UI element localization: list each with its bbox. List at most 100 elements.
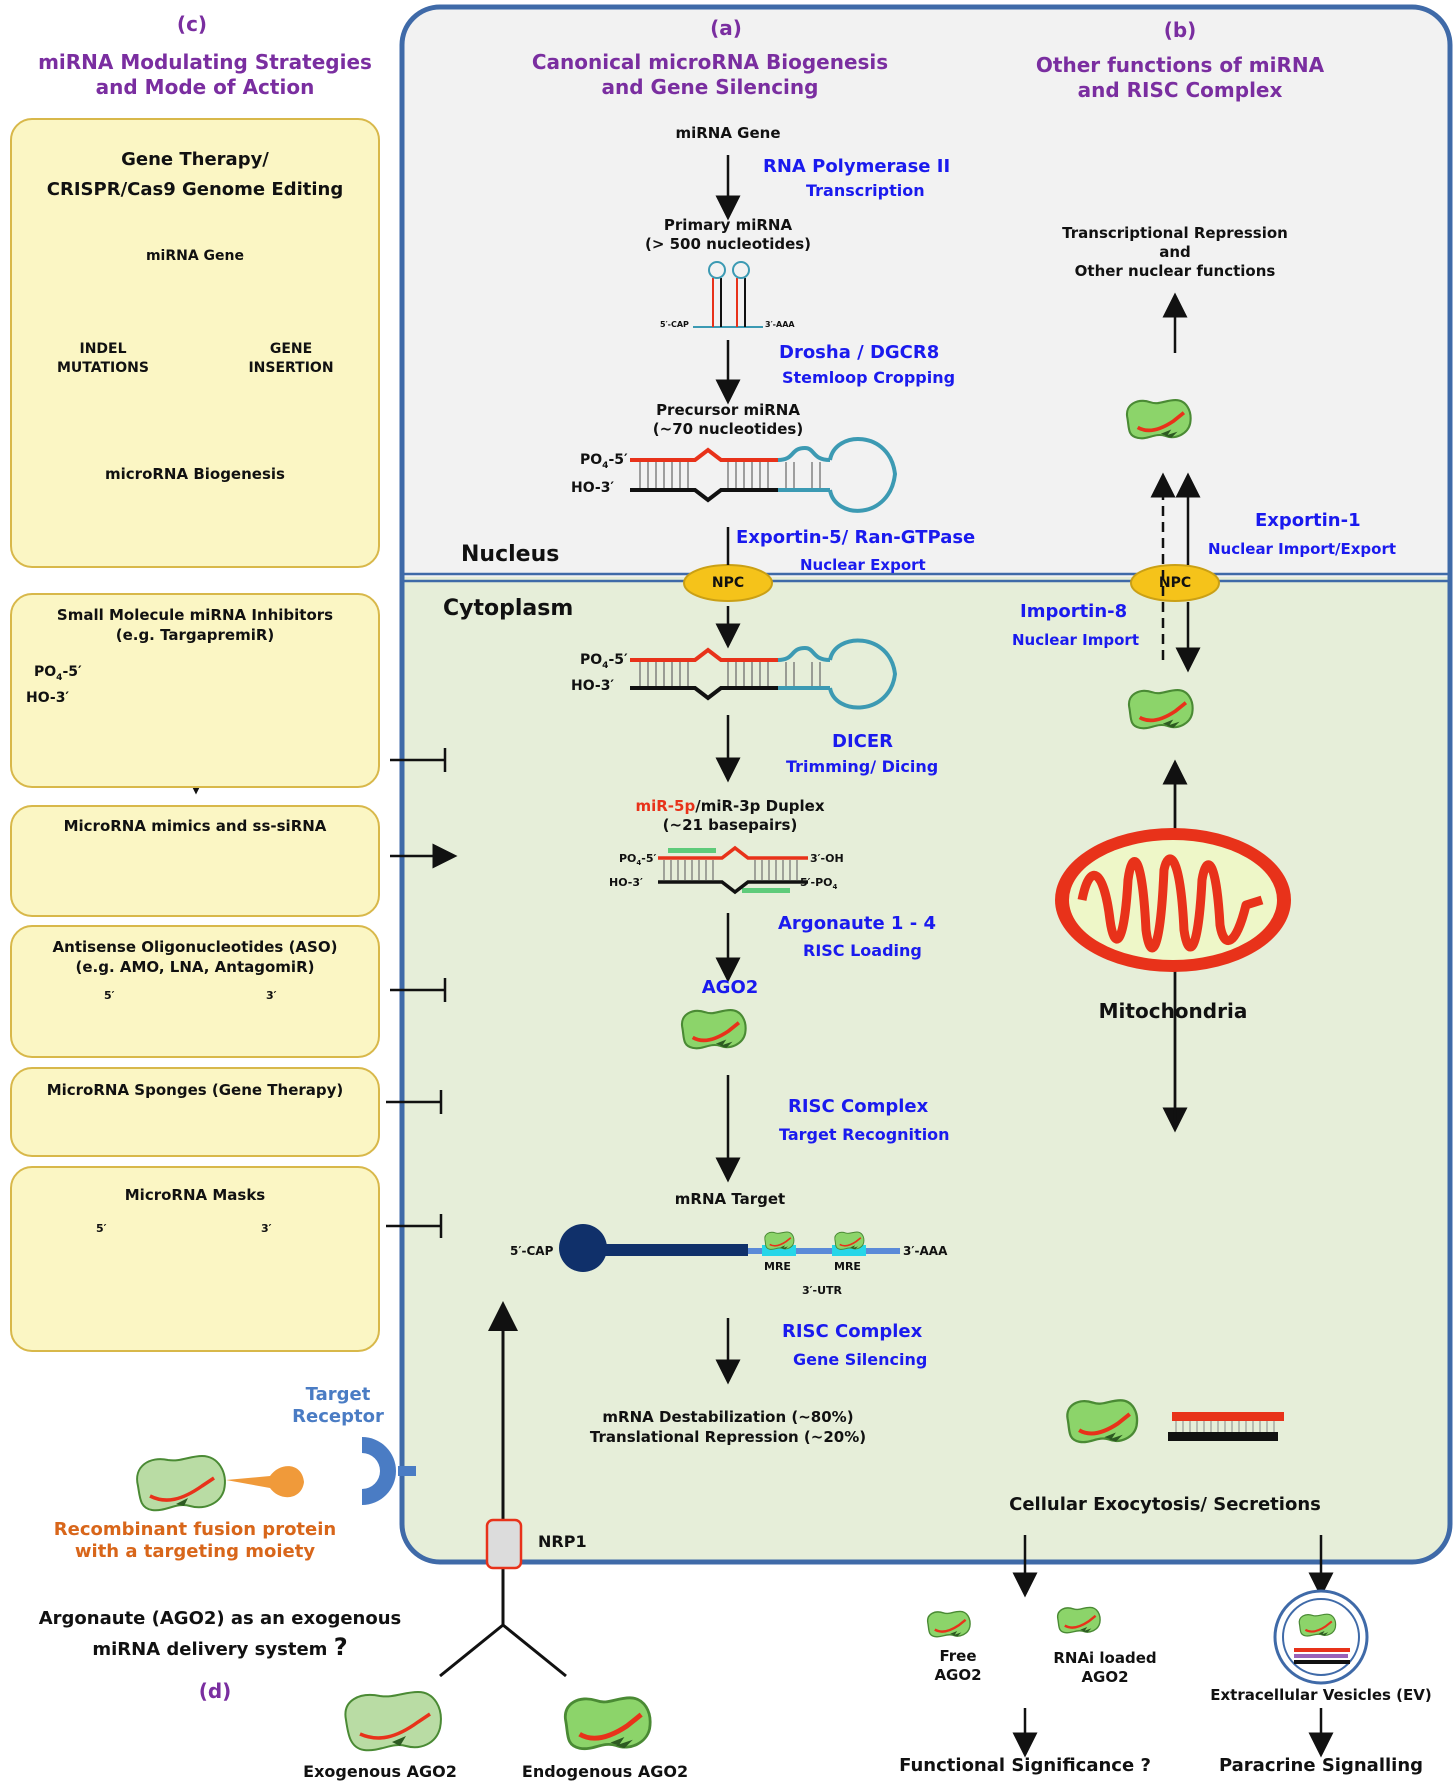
- free-ago2-label: Free AGO2: [918, 1647, 998, 1685]
- primary-line1: Primary miRNA: [663, 216, 793, 234]
- exogenous-ago2: [344, 1690, 442, 1752]
- masks-title: MicroRNA Masks: [124, 1186, 266, 1204]
- nuclear-line2: and: [1159, 243, 1191, 261]
- aso-title-line1: Antisense Oligonucleotides (ASO): [52, 938, 338, 956]
- section-b-title-line2: and RISC Complex: [1077, 78, 1283, 102]
- exocytosis-duplex: [1168, 1412, 1284, 1441]
- panel-gene-therapy: Gene Therapy/ CRISPR/Cas9 Genome Editing…: [10, 118, 380, 568]
- receptor-line1: Target: [305, 1384, 371, 1405]
- precursor-ho: HO-3′: [571, 480, 615, 496]
- primary-mirna-graphic: [693, 261, 763, 328]
- step3-process: Nuclear Export: [800, 556, 926, 574]
- small-molecule-ho: HO-3′: [26, 690, 70, 706]
- duplex-oh: 3′-OH: [810, 852, 844, 865]
- step5-process: RISC Loading: [803, 941, 922, 960]
- panel-small-molecule: Small Molecule miRNA Inhibitors (e.g. Ta…: [10, 593, 380, 788]
- receptor-line2: Receptor: [292, 1406, 384, 1427]
- functional-significance: Functional Significance ?: [899, 1755, 1151, 1776]
- npc-right-label: NPC: [1158, 575, 1192, 591]
- nucleus-region: [402, 7, 1450, 577]
- cytoplasm-region: [402, 577, 1450, 1562]
- mrna-target-graphic: [559, 1224, 900, 1272]
- npc-left-label: NPC: [711, 575, 745, 591]
- small-molecule-title-line2: (e.g. TargapremiR): [115, 626, 275, 644]
- exportin1-enzyme: Exportin-1: [1255, 510, 1361, 531]
- step1-process: Transcription: [806, 181, 925, 200]
- indel-line1: INDEL: [79, 341, 127, 357]
- duplex-po4b: 5′-PO4: [800, 876, 838, 892]
- precursor-po4: PO4-5′: [580, 452, 628, 471]
- insertion-line1: GENE: [269, 341, 313, 357]
- section-b-title-line1: Other functions of miRNA: [1035, 53, 1325, 77]
- question-mark: ?: [333, 1633, 348, 1661]
- mrna-cap: 5′-CAP: [510, 1244, 554, 1258]
- delivery-question: Argonaute (AGO2) as an exogenous miRNA d…: [10, 1605, 430, 1664]
- step1-enzyme: RNA Polymerase II: [763, 156, 951, 177]
- section-a-letter: (a): [710, 16, 742, 40]
- masks-three-prime: 3′: [261, 1222, 272, 1235]
- section-a-title-line1: Canonical microRNA Biogenesis: [531, 50, 889, 74]
- rnai-line1: RNAi loaded: [1053, 1649, 1157, 1667]
- mitochondria-graphic: [1055, 828, 1291, 972]
- insertion-line2: INSERTION: [248, 360, 334, 376]
- fusion-protein-label: Recombinant fusion protein with a target…: [10, 1519, 380, 1563]
- panel-mimics: MicroRNA mimics and ss-siRNA: [10, 805, 380, 917]
- gene-therapy-title-line2: CRISPR/Cas9 Genome Editing: [46, 179, 344, 200]
- outcome-line2: Translational Repression (~20%): [589, 1428, 867, 1446]
- duplex-line2: (~21 basepairs): [662, 816, 798, 834]
- section-a-title-line2: and Gene Silencing: [601, 75, 819, 99]
- importin8-process: Nuclear Import: [1012, 631, 1140, 649]
- exocytosis-label: Cellular Exocytosis/ Secretions: [1009, 1494, 1321, 1515]
- step2-process: Stemloop Cropping: [782, 368, 956, 387]
- silencing-outcome: mRNA Destabilization (~80%) Translationa…: [548, 1407, 908, 1447]
- primary-tail: 3′-AAA: [765, 320, 795, 329]
- step3-enzyme: Exportin-5/ Ran-GTPase: [736, 527, 976, 548]
- ev-label: Extracellular Vesicles (EV): [1210, 1686, 1432, 1704]
- masks-five-prime: 5′: [96, 1222, 107, 1235]
- precursor-line2: (~70 nucleotides): [652, 420, 804, 438]
- duplex-po4: PO4-5′: [619, 852, 657, 868]
- npc-right: [1130, 564, 1220, 602]
- rnai-line2: AGO2: [1081, 1668, 1129, 1686]
- primary-mirna-label: Primary miRNA (> 500 nucleotides): [600, 216, 856, 254]
- section-a-title: Canonical microRNA Biogenesis and Gene S…: [500, 50, 920, 100]
- cyto-precursor-ho: HO-3′: [571, 678, 615, 694]
- question-line1: Argonaute (AGO2) as an exogenous: [38, 1608, 402, 1629]
- gene-therapy-title-line1: Gene Therapy/: [121, 149, 269, 170]
- free-ago2-line2: AGO2: [934, 1666, 982, 1684]
- precursor-line1: Precursor miRNA: [656, 401, 800, 419]
- step4-enzyme: DICER: [832, 731, 894, 752]
- fusion-line1: Recombinant fusion protein: [53, 1519, 337, 1540]
- mimics-title: MicroRNA mimics and ss-siRNA: [63, 817, 327, 835]
- gene-therapy-result: microRNA Biogenesis: [105, 465, 285, 483]
- step6-enzyme: RISC Complex: [788, 1096, 929, 1117]
- step7-enzyme: RISC Complex: [782, 1321, 923, 1342]
- cell-border: [399, 4, 1453, 1565]
- precursor-label: Precursor miRNA (~70 nucleotides): [600, 401, 856, 439]
- outcome-line1: mRNA Destabilization (~80%): [602, 1408, 854, 1426]
- duplex-graphic: [658, 845, 808, 895]
- step6-process: Target Recognition: [779, 1125, 950, 1144]
- rnai-ago2-label: RNAi loaded AGO2: [1040, 1649, 1170, 1687]
- free-ago2-line1: Free: [939, 1647, 977, 1665]
- question-line2: miRNA delivery system: [92, 1639, 328, 1660]
- mirna-gene-label: miRNA Gene: [675, 124, 781, 142]
- mrna-target-label: mRNA Target: [674, 1190, 786, 1208]
- fusion-protein-graphic: [136, 1454, 304, 1512]
- extracellular-vesicle-graphic: [1273, 1589, 1369, 1685]
- panel-aso: Antisense Oligonucleotides (ASO) (e.g. A…: [10, 925, 380, 1058]
- panel-sponges: MicroRNA Sponges (Gene Therapy): [10, 1067, 380, 1157]
- precursor-cyto-graphic: [630, 638, 898, 710]
- section-c-title-line2: and Mode of Action: [95, 75, 315, 99]
- section-c-title-line1: miRNA Modulating Strategies: [38, 50, 372, 74]
- mre1-label: MRE: [764, 1260, 791, 1273]
- fusion-line2: with a targeting moiety: [74, 1541, 316, 1562]
- nuclear-functions: Transcriptional Repression and Other nuc…: [1035, 224, 1315, 281]
- endogenous-label: Endogenous AGO2: [521, 1762, 689, 1781]
- duplex-rest: /miR-3p Duplex: [695, 797, 825, 815]
- cytoplasm-label: Cytoplasm: [443, 596, 574, 621]
- nrp1-label: NRP1: [538, 1532, 587, 1551]
- section-b-title: Other functions of miRNA and RISC Comple…: [1000, 53, 1360, 103]
- mitochondria-label: Mitochondria: [1098, 999, 1248, 1023]
- gene-therapy-gene: miRNA Gene: [145, 248, 245, 264]
